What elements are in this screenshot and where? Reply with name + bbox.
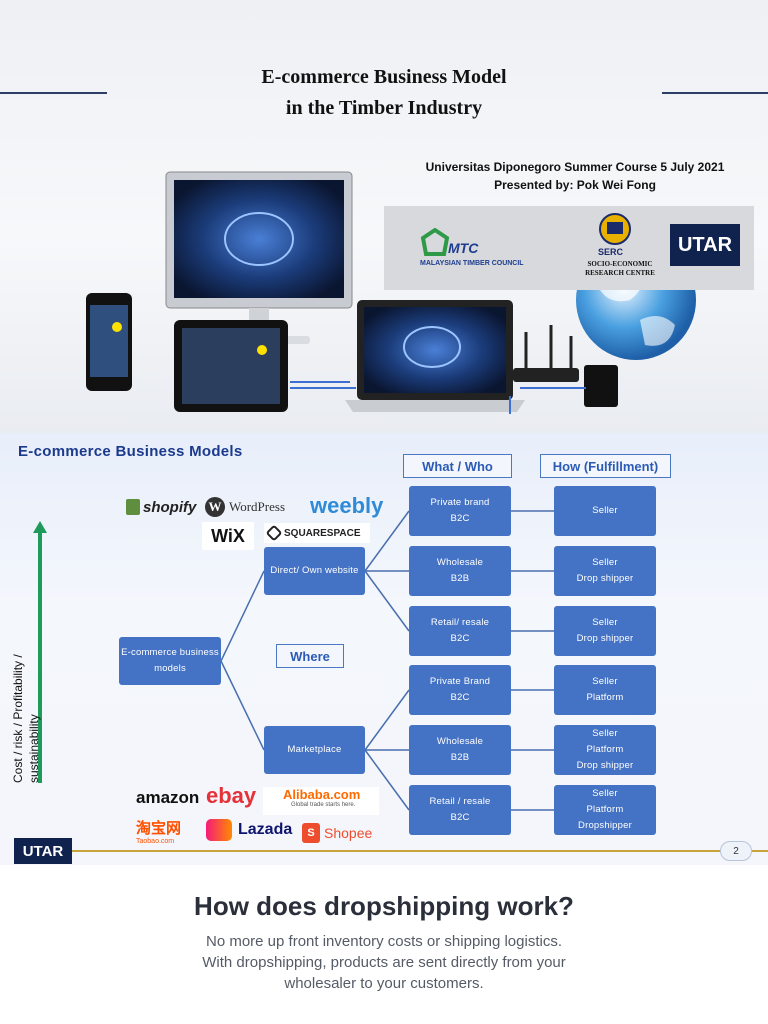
utar-logo: UTAR <box>14 838 72 864</box>
shopify-bag-icon <box>126 499 140 515</box>
tag-how-fulfillment: How (Fulfillment) <box>540 454 671 478</box>
node-line: Private Brand <box>429 676 491 687</box>
node-what-who: Retail/ resale B2C <box>409 606 511 656</box>
ebay-logo: ebay <box>206 783 257 808</box>
shopee-bag-icon: S <box>302 823 320 843</box>
body-line: wholesaler to your customers. <box>284 975 484 992</box>
axis-label: Cost / risk / Profitability / sustainabi… <box>11 654 41 783</box>
node-line: Drop shipper <box>576 760 634 771</box>
brand-tagline: Global trade starts here. <box>291 802 356 808</box>
devices-illustration <box>86 171 696 414</box>
node-line: B2C <box>450 692 470 703</box>
title-slide: E-commerce Business Model in the Timber … <box>0 0 768 433</box>
body-line: With dropshipping, products are sent dir… <box>202 954 566 971</box>
mtc-logo-icon <box>420 228 450 256</box>
node-line: Platform <box>586 692 624 703</box>
squarespace-icon <box>265 524 283 542</box>
node-direct-website: Direct/ Own website <box>264 547 365 595</box>
shopify-logo: shopify <box>126 494 200 520</box>
arrow-up-icon <box>33 521 47 533</box>
node-line: Retail / resale <box>429 796 491 807</box>
node-line: B2B <box>450 752 470 763</box>
node-what-who: Wholesale B2B <box>409 725 511 775</box>
node-marketplace: Marketplace <box>264 726 365 774</box>
dropshipping-slide: How does dropshipping work? No more up f… <box>0 865 768 1024</box>
brand-label: Lazada <box>238 821 293 838</box>
node-line: Wholesale <box>436 736 484 747</box>
wordpress-icon: W <box>205 497 225 517</box>
tree-connectors <box>33 510 554 811</box>
utar-logo: UTAR <box>670 224 740 266</box>
node-fulfillment: Seller Platform <box>554 665 656 715</box>
presenter-info: Presented by: Pok Wei Fong <box>494 178 656 192</box>
left-rule <box>0 92 107 94</box>
alibaba-logo: Alibaba.com Global trade starts here. <box>263 787 379 815</box>
brand-label: WordPress <box>229 499 286 514</box>
node-line: Retail/ resale <box>430 617 490 628</box>
modem-icon <box>584 365 618 407</box>
node-line: Wholesale <box>436 557 484 568</box>
node-line: Seller <box>592 728 618 739</box>
squarespace-logo: SQUARESPACE <box>264 523 370 543</box>
node-line: Drop shipper <box>576 573 634 584</box>
business-models-slide: E-commerce Business Models What / Who Ho… <box>0 433 768 865</box>
mtc-full-name: MALAYSIAN TIMBER COUNCIL <box>420 260 524 267</box>
node-fulfillment: Seller Platform Dropshipper <box>554 785 656 835</box>
node-line: Private brand <box>430 497 490 508</box>
wordpress-logo: W WordPress <box>205 494 305 520</box>
node-line: B2C <box>450 513 470 524</box>
course-info: Universitas Diponegoro Summer Course 5 J… <box>425 160 725 174</box>
brand-label: Shopee <box>324 825 373 841</box>
node-line: B2C <box>450 633 470 644</box>
slide-title-line2: in the Timber Industry <box>285 97 483 119</box>
right-rule <box>662 92 768 94</box>
node-what-who: Private Brand B2C <box>409 665 511 715</box>
node-line: Seller <box>592 557 618 568</box>
brand-label: shopify <box>143 498 197 516</box>
node-line: Drop shipper <box>576 633 634 644</box>
amazon-logo: amazon <box>136 788 200 807</box>
node-what-who: Wholesale B2B <box>409 546 511 596</box>
serc-logo-icon <box>599 213 631 245</box>
node-fulfillment: Seller <box>554 486 656 536</box>
node-line: Seller <box>592 617 618 628</box>
brand-label: Alibaba.com <box>283 787 361 802</box>
serc-logo-text: SERC <box>598 247 624 257</box>
node-line: Dropshipper <box>578 820 632 831</box>
taobao-logo: 淘宝网 Taobao.com <box>136 817 200 847</box>
node-fulfillment: Seller Platform Drop shipper <box>554 725 656 775</box>
brand-label: SQUARESPACE <box>284 527 361 539</box>
wix-logo: WiX <box>202 522 254 550</box>
shopee-logo: S Shopee <box>302 821 382 845</box>
lazada-heart-icon <box>206 819 232 841</box>
router-icon <box>513 368 579 382</box>
body-line: No more up front inventory costs or ship… <box>206 933 562 950</box>
mtc-logo-text: MTC <box>448 240 479 256</box>
node-fulfillment: Seller Drop shipper <box>554 546 656 596</box>
node-fulfillment: Seller Drop shipper <box>554 606 656 656</box>
node-what-who: Private brand B2C <box>409 486 511 536</box>
node-line: Seller <box>592 788 618 799</box>
footer-rule <box>72 850 768 852</box>
section-body: No more up front inventory costs or ship… <box>0 931 768 994</box>
node-root: E-commerce business models <box>119 637 221 685</box>
node-what-who: Retail / resale B2C <box>409 785 511 835</box>
slide-title: E-commerce Business Models <box>18 443 243 460</box>
brand-label: 淘宝网 <box>136 820 182 837</box>
node-line: Platform <box>586 744 624 755</box>
tag-what-who: What / Who <box>403 454 512 478</box>
page-number: 2 <box>720 841 752 861</box>
node-line: Platform <box>586 804 624 815</box>
slide-title-line1: E-commerce Business Model <box>261 66 507 88</box>
node-line: Seller <box>592 505 618 516</box>
weebly-logo: weebly <box>310 493 384 518</box>
node-line: B2C <box>450 812 470 823</box>
serc-full-name: SOCIO-ECONOMIC RESEARCH CENTRE <box>585 260 655 277</box>
section-heading: How does dropshipping work? <box>194 891 574 921</box>
lazada-logo: Lazada <box>206 817 302 843</box>
tag-where: Where <box>276 644 344 668</box>
node-line: B2B <box>450 573 470 584</box>
node-line: Seller <box>592 676 618 687</box>
brand-sub: Taobao.com <box>136 838 175 845</box>
